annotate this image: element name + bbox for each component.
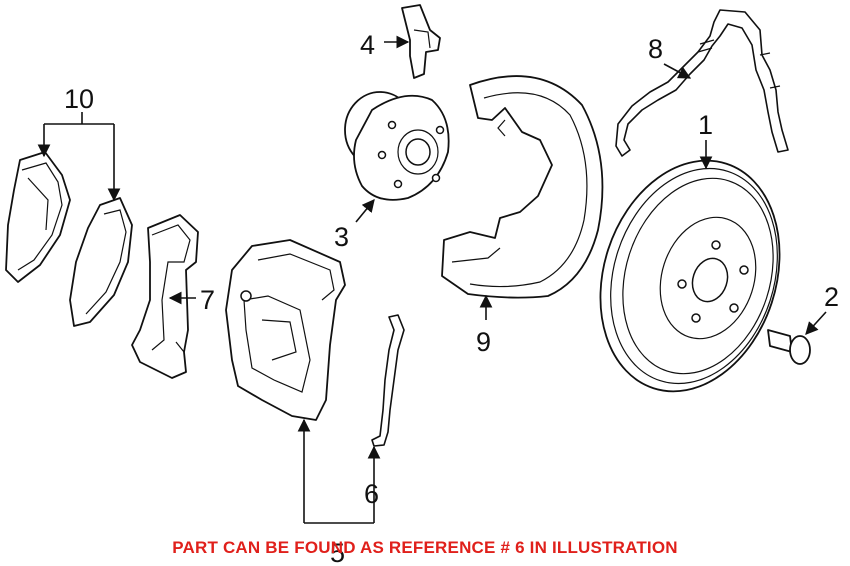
- callout-4: 4: [360, 30, 375, 60]
- caliper: [225, 239, 346, 421]
- reference-note: PART CAN BE FOUND AS REFERENCE # 6 IN IL…: [172, 538, 678, 557]
- splash-shield: [441, 75, 604, 299]
- caliper-bracket: [131, 214, 199, 379]
- brake-pad-inner: [69, 197, 133, 327]
- callout-3: 3: [334, 222, 349, 252]
- callout-9: 9: [476, 327, 491, 357]
- abs-sensor: [401, 4, 441, 79]
- brake-hose: [615, 9, 789, 157]
- rotor-bolt: [767, 329, 811, 365]
- leader-lines: [37, 35, 827, 524]
- callout-2: 2: [824, 282, 839, 312]
- callout-7: 7: [200, 285, 215, 315]
- brake-pad-outer: [5, 151, 71, 283]
- wheel-hub: [344, 91, 450, 201]
- callout-6: 6: [364, 479, 379, 509]
- brake-rotor: [599, 159, 781, 393]
- callout-8: 8: [648, 34, 663, 64]
- callout-10: 10: [64, 84, 94, 114]
- anti-rattle-spring: [371, 314, 405, 447]
- callout-5: 5: [330, 538, 345, 566]
- callout-1: 1: [698, 110, 713, 140]
